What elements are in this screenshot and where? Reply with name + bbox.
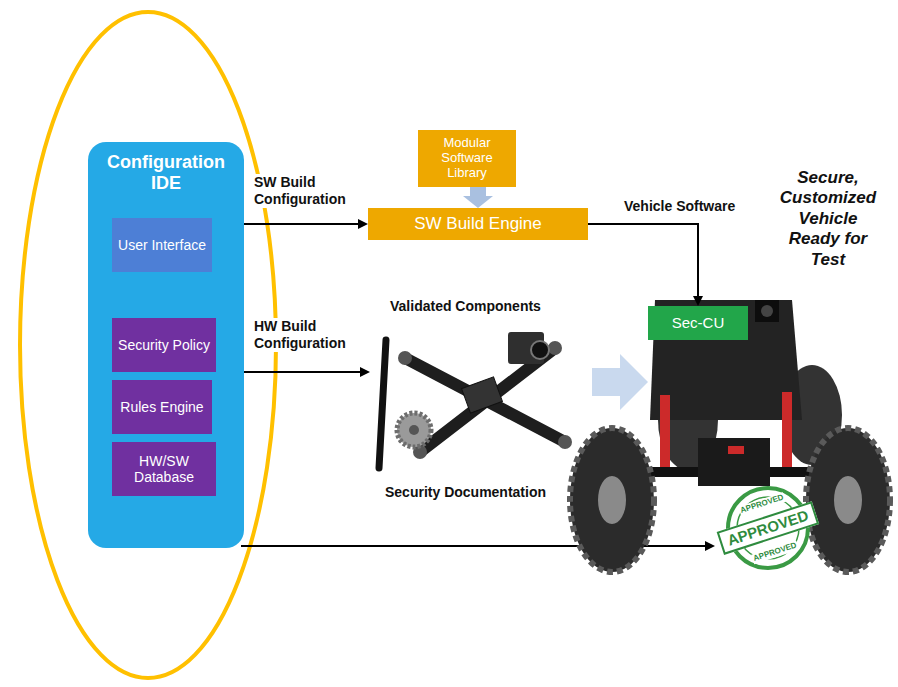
box-label: Sec-CU [672,314,725,331]
vehicle-camera [755,300,779,322]
box-label: Modular Software Library [422,136,512,181]
box-label: HW/SW Database [116,453,212,485]
shock-absorber [660,395,670,473]
edge-label: SW Build Configuration [252,174,364,208]
module-box: User Interface [112,218,212,272]
flow-arrow [244,223,358,225]
wheel-hub [834,476,862,524]
stamp-text: APPROVED [717,501,820,555]
gear [397,413,431,447]
process-box: SW Build Engine [368,208,588,240]
gear-hub [409,425,419,435]
hw-config-arrow [241,371,360,373]
motor-mount [558,435,572,449]
edge-label: Vehicle Software [622,198,737,215]
gear-part [397,413,431,447]
flow-arrow [588,224,698,296]
camera-module [508,332,549,364]
motor-detail [728,446,744,454]
module-box: HW/SW Database [112,442,216,496]
block-arrow [470,187,486,196]
camera-lens [531,341,549,359]
box-label: Security Policy [118,337,210,353]
vehicle-camera-lens [761,305,773,317]
box-label: SW Build Engine [414,214,542,234]
ide-panel: Configuration IDE User InterfaceSecurity … [88,142,244,548]
motor-mount [398,351,412,365]
wheel-hub [598,476,626,524]
shock-absorber [782,392,792,470]
group-label: Validated Components [388,298,543,315]
control-unit-box: Sec-CU [648,306,748,340]
result-title: Secure, Customized Vehicle Ready for Tes… [770,168,886,270]
antenna [379,340,386,468]
motor-box [698,438,770,486]
front-tire [806,428,890,572]
motor-mount [548,341,562,355]
module-box: Security Policy [112,318,216,372]
flow-label: HW Build Configuration [252,318,362,352]
drone-frame [398,341,572,459]
frame-plate [462,377,503,413]
flow-label: Security Documentation [383,484,548,501]
box-label: Rules Engine [120,399,203,415]
panel-heading: Configuration IDE [92,152,240,193]
module-box: Rules Engine [112,380,212,434]
library-box: Modular Software Library [418,130,516,187]
vehicle-illustration [570,300,890,572]
highlight-ellipse [20,12,276,678]
assembly-arrow [592,354,648,410]
box-label: User Interface [118,237,206,253]
front-tire [570,428,654,572]
